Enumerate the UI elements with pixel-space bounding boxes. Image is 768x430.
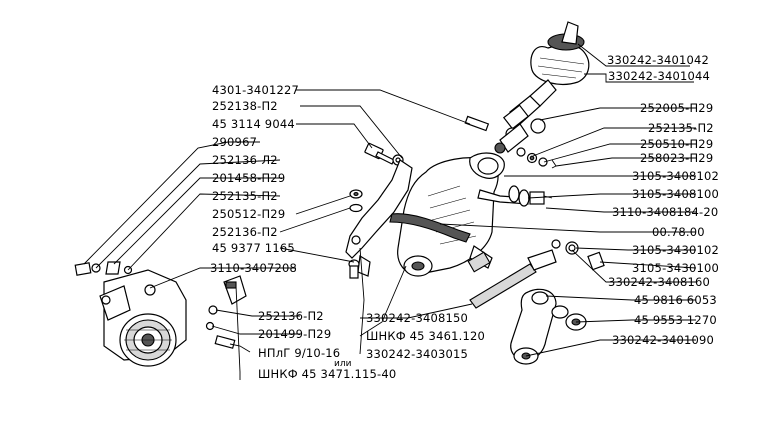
label-00-78-00: 00.78.00 [652, 225, 705, 239]
drag-link [469, 239, 605, 309]
pump-fitting [205, 275, 247, 349]
middle-nuts [348, 189, 363, 279]
label-252135-p2-right: 252135-П2 [648, 121, 714, 135]
label-3105-3430102: 3105-3430102 [632, 243, 719, 257]
label-252135-p2-left: 252135-П2 [212, 189, 278, 203]
bolt-4301 [464, 115, 490, 132]
cardan-shaft [494, 95, 546, 154]
label-4301-3401227: 4301-3401227 [212, 83, 299, 97]
label-45-9377-1165: 45 9377 1165 [212, 241, 295, 255]
label-252136-p2-low: 252136-П2 [258, 309, 324, 323]
left-fasteners [74, 261, 133, 276]
label-250512-p29: 250512-П29 [212, 207, 285, 221]
power-steering-pump [99, 269, 187, 367]
label-45-3114-9044: 45 3114 9044 [212, 117, 295, 131]
label-45-9816-6053: 45 9816 6053 [634, 293, 717, 307]
label-252136-l2: 252136-Л2 [212, 153, 278, 167]
steering-gear-housing [397, 152, 505, 277]
label-ili: или [334, 359, 352, 369]
label-201458-p29: 201458-П29 [212, 171, 285, 185]
label-3110-3407208: 3110-3407208 [210, 261, 297, 275]
label-nplg: НПлГ 9/10-16 [258, 346, 340, 360]
label-252138-p2: 252138-П2 [212, 99, 278, 113]
label-250510-p29: 250510-П29 [640, 137, 713, 151]
label-shnkf-45-3461-120: ШНКФ 45 3461.120 [366, 329, 485, 343]
label-330242-3401042: 330242-3401042 [607, 53, 709, 67]
cardan-fasteners [516, 147, 557, 169]
label-shnkf-45-3471: ШНКФ 45 3471.115-40 [258, 367, 396, 381]
label-3110-3408184-20: 3110-3408184-20 [612, 205, 718, 219]
leader-lines [83, 43, 697, 380]
part-number-labels: 330242-3401042 330242-3401044 4301-34012… [210, 53, 719, 381]
label-201499-p29: 201499-П29 [258, 327, 331, 341]
label-252005-p29: 252005-П29 [640, 101, 713, 115]
bolt-45-3114 [364, 142, 404, 166]
label-330242-3401090: 330242-3401090 [612, 333, 714, 347]
label-330242-3408150: 330242-3408150 [366, 311, 468, 325]
label-330242-3403015: 330242-3403015 [366, 347, 468, 361]
label-3105-3408100: 3105-3408100 [632, 187, 719, 201]
label-3105-3408102: 3105-3408102 [632, 169, 719, 183]
union-bolt-right [508, 185, 553, 207]
label-330242-3401044: 330242-3401044 [608, 69, 710, 83]
label-330242-3408160: 330242-3408160 [608, 275, 710, 289]
label-290967: 290967 [212, 135, 257, 149]
pitman-arm [510, 288, 587, 365]
label-258023-p29: 258023-П29 [640, 151, 713, 165]
label-252136-p2-mid: 252136-П2 [212, 225, 278, 239]
label-45-9553-1270: 45 9553 1270 [634, 313, 717, 327]
steering-column-boot [529, 21, 590, 107]
label-3105-3430100: 3105-3430100 [632, 261, 719, 275]
